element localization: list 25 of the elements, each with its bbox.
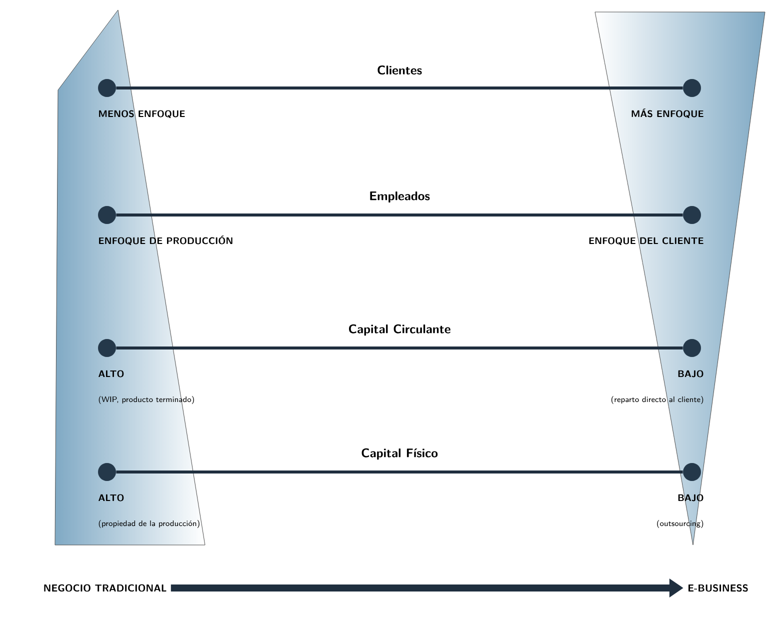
- end-dot: [683, 463, 701, 481]
- edge-label: Empleados: [368, 190, 431, 204]
- edge-label: Clientes: [376, 64, 424, 76]
- connector-line: [116, 470, 683, 474]
- end-dot: [98, 463, 116, 481]
- level-label: ENFOQUE DEL CLIENTE: [589, 237, 704, 245]
- level-label: MÁS ENFOQUE: [632, 108, 704, 118]
- connector-line: [116, 214, 683, 216]
- end-label: NEGOCIO TRADICIONAL: [44, 584, 166, 592]
- level-label: BAJO: [678, 370, 704, 378]
- end-dot: [683, 79, 701, 97]
- end-dot: [98, 339, 116, 357]
- level-label: BAJO: [678, 494, 704, 502]
- edge-label: Capital Circulante: [347, 323, 452, 337]
- end-label: E-BUSINESS: [688, 584, 748, 592]
- level-label: ALTO: [98, 494, 124, 502]
- end-dot: [98, 79, 116, 97]
- level-label: ALTO: [98, 370, 124, 378]
- edge-label: Capital Físico: [360, 447, 439, 461]
- level-label: MENOS ENFOQUE: [99, 110, 185, 118]
- level-label: ENFOQUE DE PRODUCCIÓN: [99, 236, 232, 245]
- end-dot: [683, 206, 701, 224]
- end-dot: [98, 206, 116, 224]
- end-dot: [683, 339, 701, 357]
- connector-line: [116, 346, 683, 350]
